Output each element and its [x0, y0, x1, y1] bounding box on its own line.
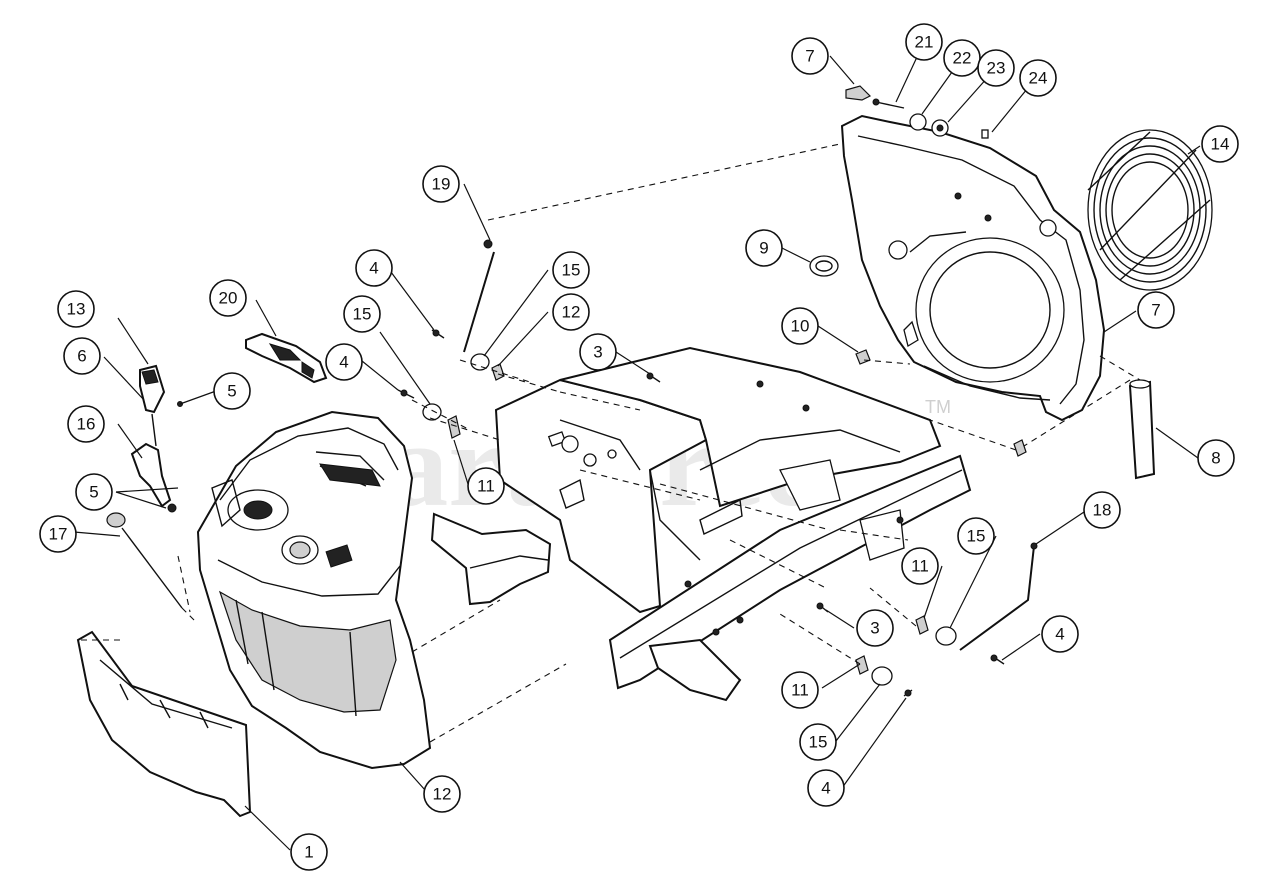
callout-label: 5 [227, 382, 236, 401]
callout-4-right[interactable]: 4 [1041, 615, 1079, 653]
callout-7-top[interactable]: 7 [791, 37, 829, 75]
callout-label: 4 [1055, 625, 1064, 644]
callout-label: 23 [987, 59, 1006, 78]
callout-label: 15 [353, 305, 372, 324]
callout-label: 12 [562, 303, 581, 322]
callout-label: 21 [915, 33, 934, 52]
callout-22[interactable]: 22 [943, 39, 981, 77]
callout-label: 18 [1093, 501, 1112, 520]
callout-15-right[interactable]: 15 [957, 517, 995, 555]
callout-17[interactable]: 17 [39, 515, 77, 553]
callout-18[interactable]: 18 [1083, 491, 1121, 529]
callout-label: 22 [953, 49, 972, 68]
callout-15-left[interactable]: 15 [343, 295, 381, 333]
callout-label: 11 [911, 557, 929, 576]
callout-label: 11 [477, 477, 495, 496]
callout-label: 17 [49, 525, 68, 544]
callout-23[interactable]: 23 [977, 49, 1015, 87]
callout-4-bottom[interactable]: 4 [807, 769, 845, 807]
callout-9[interactable]: 9 [745, 229, 783, 267]
callouts: 1 12 17 5 16 5 6 13 20 4 15 11 4 19 15 1… [39, 23, 1239, 871]
callout-label: 24 [1029, 69, 1048, 88]
callout-label: 1 [304, 843, 313, 862]
callout-10[interactable]: 10 [781, 307, 819, 345]
callout-label: 15 [967, 527, 986, 546]
callout-12-mid[interactable]: 12 [552, 293, 590, 331]
part-dash-hood [196, 410, 432, 791]
callout-5-lower[interactable]: 5 [75, 473, 113, 511]
callout-12-dash[interactable]: 12 [423, 775, 461, 813]
watermark-trademark: TM [925, 397, 951, 417]
callout-label: 14 [1211, 135, 1230, 154]
callout-1[interactable]: 1 [290, 833, 328, 871]
part-coil-hose [1087, 129, 1213, 291]
callout-13[interactable]: 13 [57, 290, 95, 328]
callout-label: 7 [1151, 301, 1160, 320]
callout-19[interactable]: 19 [422, 165, 460, 203]
callout-21[interactable]: 21 [905, 23, 943, 61]
part-knob-rod [73, 512, 197, 623]
callout-4-mid[interactable]: 4 [355, 249, 393, 287]
callout-label: 4 [821, 779, 830, 798]
callout-label: 3 [870, 619, 879, 638]
part-rod-19 [463, 183, 495, 353]
callout-label: 4 [369, 259, 378, 278]
callout-label: 19 [432, 175, 451, 194]
callout-16[interactable]: 16 [67, 405, 105, 443]
callout-label: 9 [759, 239, 768, 258]
callout-label: 7 [805, 47, 814, 66]
part-clamp [781, 247, 839, 277]
callout-5-upper[interactable]: 5 [213, 372, 251, 410]
part-rod-18 [959, 511, 1085, 651]
callout-11-left[interactable]: 11 [467, 467, 505, 505]
callout-15-mid[interactable]: 15 [552, 251, 590, 289]
part-blower-housing [840, 114, 1137, 422]
part-tube [1128, 379, 1199, 480]
callout-14[interactable]: 14 [1201, 125, 1239, 163]
callout-label: 16 [77, 415, 96, 434]
callout-3-top[interactable]: 3 [579, 333, 617, 371]
callout-label: 10 [791, 317, 810, 336]
callout-label: 20 [219, 289, 238, 308]
callout-label: 4 [339, 353, 348, 372]
callout-15-bottom[interactable]: 15 [799, 723, 837, 761]
callout-label: 15 [809, 733, 828, 752]
callout-6[interactable]: 6 [63, 337, 101, 375]
callout-8[interactable]: 8 [1197, 439, 1235, 477]
callout-11-right[interactable]: 11 [901, 547, 939, 585]
callout-label: 13 [67, 300, 86, 319]
callout-label: 3 [593, 343, 602, 362]
part-brackets [103, 317, 217, 513]
callout-3-bottom[interactable]: 3 [856, 609, 894, 647]
part-main-frame [494, 346, 972, 702]
callout-label: 12 [433, 785, 452, 804]
callout-24[interactable]: 24 [1019, 59, 1057, 97]
part-nut-10 [817, 325, 871, 365]
callout-11-bottom[interactable]: 11 [781, 671, 819, 709]
callout-label: 8 [1211, 449, 1220, 468]
callout-4-left[interactable]: 4 [325, 343, 363, 381]
part-small-hardware [361, 267, 1041, 789]
callout-20[interactable]: 20 [209, 279, 247, 317]
callout-7-right[interactable]: 7 [1137, 291, 1175, 329]
callout-label: 5 [89, 483, 98, 502]
callout-label: 11 [791, 681, 809, 700]
callout-label: 15 [562, 261, 581, 280]
callout-label: 6 [77, 347, 86, 366]
part-lower-cover [76, 630, 291, 851]
assembly-lines [78, 143, 1141, 743]
part-dash-insert [245, 299, 328, 384]
part-left-bracket [430, 512, 552, 606]
